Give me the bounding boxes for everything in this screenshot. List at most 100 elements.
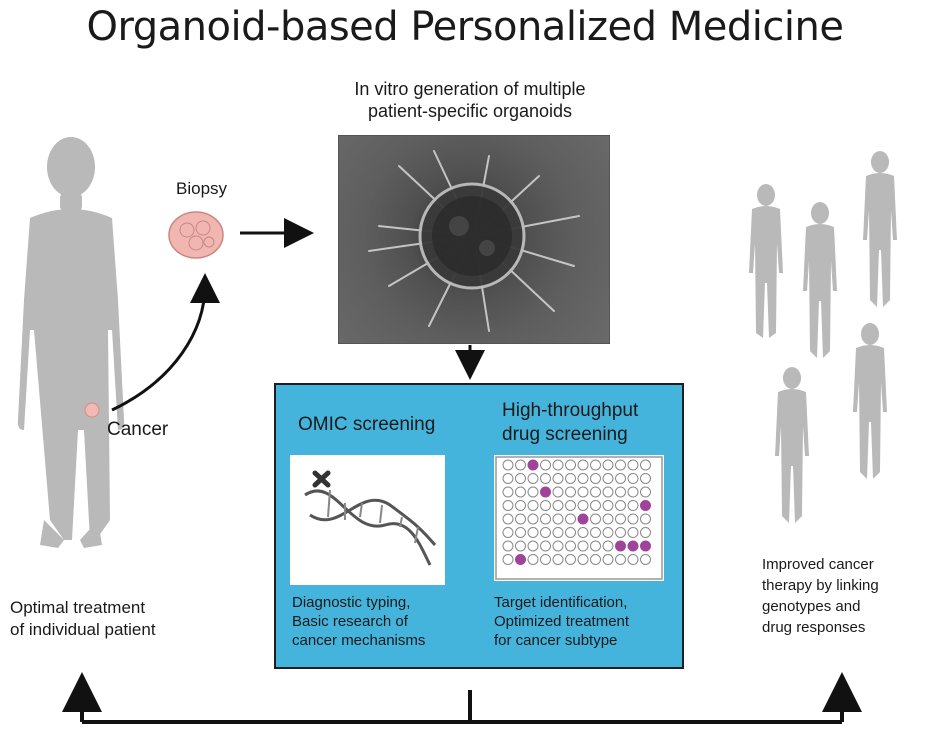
right-caption-line-3: genotypes and xyxy=(762,598,861,615)
well-empty xyxy=(627,554,639,565)
well-filled xyxy=(515,554,526,565)
well-empty xyxy=(527,513,539,525)
well-empty xyxy=(590,486,601,498)
hts-text-line-3: for cancer subtype xyxy=(494,632,618,649)
well-empty xyxy=(640,486,651,498)
right-caption-line-1: Improved cancer xyxy=(762,556,874,573)
well-empty xyxy=(615,473,626,484)
omic-text-line-2: Basic research of xyxy=(292,613,408,630)
omic-text: Diagnostic typing, Basic research of can… xyxy=(292,593,425,650)
hts-heading: High-throughput drug screening xyxy=(502,399,638,447)
well-empty xyxy=(502,500,514,511)
well-empty xyxy=(640,554,651,565)
biopsy-arrow xyxy=(111,273,220,412)
hts-heading-line-1: High-throughput xyxy=(502,400,639,421)
well-empty xyxy=(552,540,564,552)
well-empty xyxy=(502,459,514,471)
well-empty xyxy=(502,513,514,525)
well-empty xyxy=(565,500,576,511)
left-caption-line-1: Optimal treatment xyxy=(10,598,146,617)
well-empty xyxy=(565,527,576,538)
well-plate-icon xyxy=(495,456,663,580)
well-empty xyxy=(627,513,639,525)
well-empty xyxy=(590,459,601,471)
well-empty xyxy=(502,540,514,552)
well-empty xyxy=(502,473,514,484)
well-empty xyxy=(615,513,626,525)
well-empty xyxy=(577,500,589,511)
well-empty xyxy=(540,540,551,552)
well-filled xyxy=(615,540,626,552)
well-empty xyxy=(515,486,526,498)
well-empty xyxy=(565,540,576,552)
organoid-micrograph xyxy=(338,135,610,344)
left-caption-line-2: of individual patient xyxy=(10,620,156,639)
well-empty xyxy=(615,459,626,471)
well-empty xyxy=(540,527,551,538)
hts-text-line-2: Optimized treatment xyxy=(494,613,630,630)
well-filled xyxy=(640,540,651,552)
page-title: Organoid-based Personalized Medicine xyxy=(86,4,844,50)
well-empty xyxy=(640,473,651,484)
dna-image-box xyxy=(290,455,445,585)
well-empty xyxy=(615,554,626,565)
well-empty xyxy=(565,513,576,525)
well-empty xyxy=(552,500,564,511)
hts-text-line-1: Target identification, xyxy=(494,594,628,611)
well-empty xyxy=(527,500,539,511)
well-empty xyxy=(615,500,626,511)
well-empty xyxy=(565,554,576,565)
well-empty xyxy=(527,527,539,538)
well-empty xyxy=(552,527,564,538)
well-empty xyxy=(602,500,614,511)
well-empty xyxy=(540,554,551,565)
feedback-arrows xyxy=(62,672,862,724)
biopsy-label: Biopsy xyxy=(176,179,228,198)
well-empty xyxy=(640,459,651,471)
well-empty xyxy=(602,513,614,525)
well-empty xyxy=(577,540,589,552)
well-empty xyxy=(552,473,564,484)
well-empty xyxy=(590,527,601,538)
organoid-image xyxy=(368,150,580,332)
well-empty xyxy=(540,513,551,525)
left-caption: Optimal treatment of individual patient xyxy=(10,597,156,641)
tumor-spot xyxy=(84,402,100,418)
screening-panel: OMIC screening High-throughput drug scre… xyxy=(274,383,684,669)
well-empty xyxy=(527,473,539,484)
well-empty xyxy=(527,540,539,552)
well-empty xyxy=(590,500,601,511)
well-filled xyxy=(527,459,539,471)
well-empty xyxy=(602,554,614,565)
well-empty xyxy=(552,486,564,498)
well-empty xyxy=(565,473,576,484)
well-empty xyxy=(590,513,601,525)
well-empty xyxy=(577,459,589,471)
well-filled xyxy=(577,513,589,525)
well-empty xyxy=(515,527,526,538)
omic-heading: OMIC screening xyxy=(298,414,436,435)
population-silhouettes xyxy=(749,151,897,523)
well-empty xyxy=(602,459,614,471)
well-empty xyxy=(552,554,564,565)
well-empty xyxy=(627,473,639,484)
well-empty xyxy=(627,486,639,498)
well-empty xyxy=(577,527,589,538)
well-empty xyxy=(565,459,576,471)
organoid-caption-line-2: patient-specific organoids xyxy=(367,101,573,121)
omic-text-line-1: Diagnostic typing, xyxy=(292,594,411,611)
well-empty xyxy=(515,459,526,471)
right-caption-line-4: drug responses xyxy=(762,619,866,636)
cancer-label: Cancer xyxy=(107,419,169,440)
well-empty xyxy=(515,513,526,525)
well-empty xyxy=(577,486,589,498)
well-empty xyxy=(552,459,564,471)
biopsy-tissue-icon xyxy=(168,211,224,259)
well-empty xyxy=(502,527,514,538)
hts-text: Target identification, Optimized treatme… xyxy=(494,593,629,650)
well-empty xyxy=(552,513,564,525)
well-empty xyxy=(615,527,626,538)
well-empty xyxy=(627,500,639,511)
well-empty xyxy=(527,554,539,565)
